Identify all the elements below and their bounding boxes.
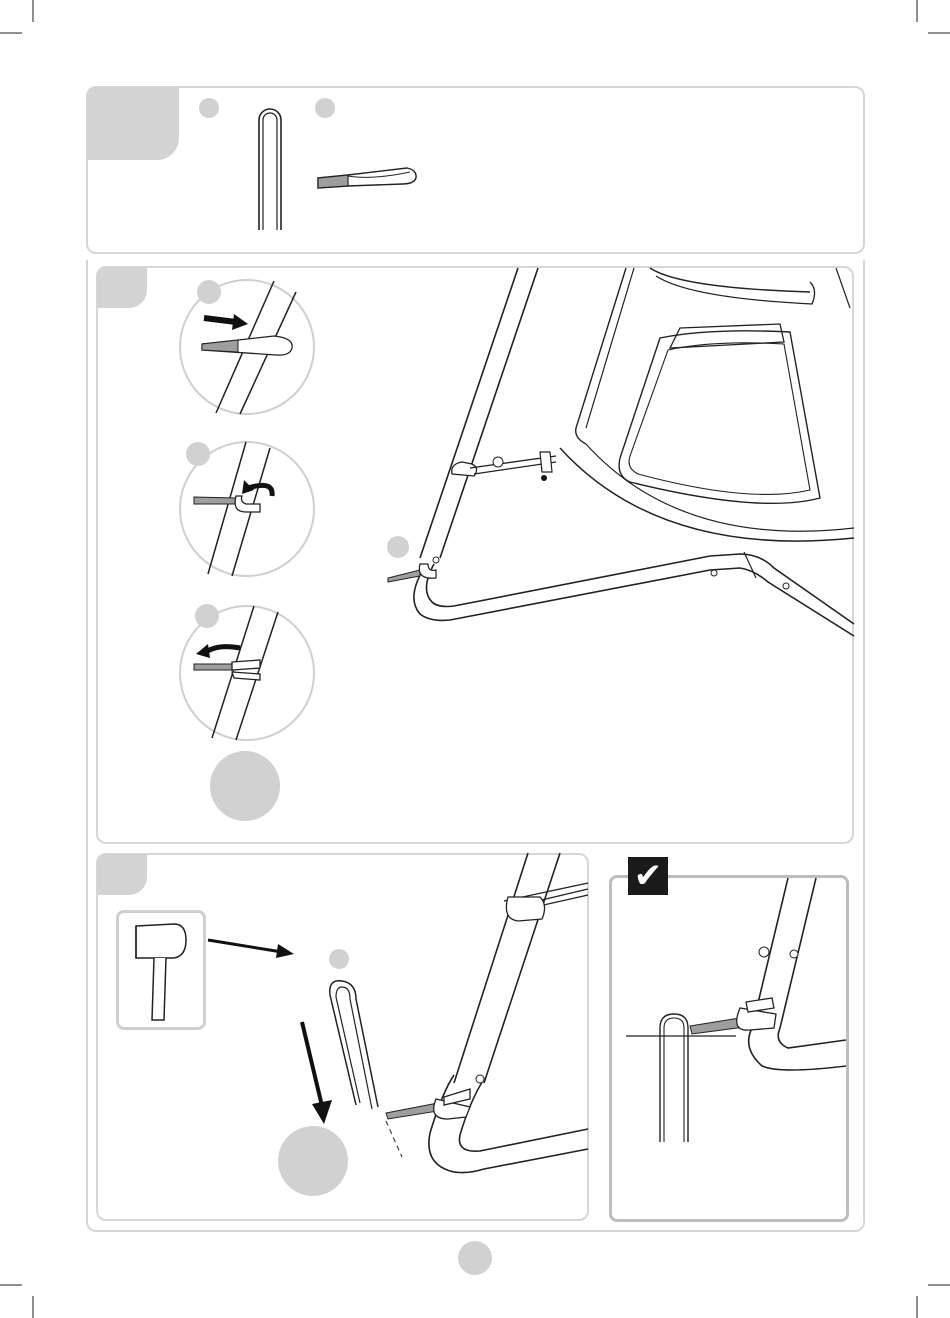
crop-marks xyxy=(0,0,950,1318)
